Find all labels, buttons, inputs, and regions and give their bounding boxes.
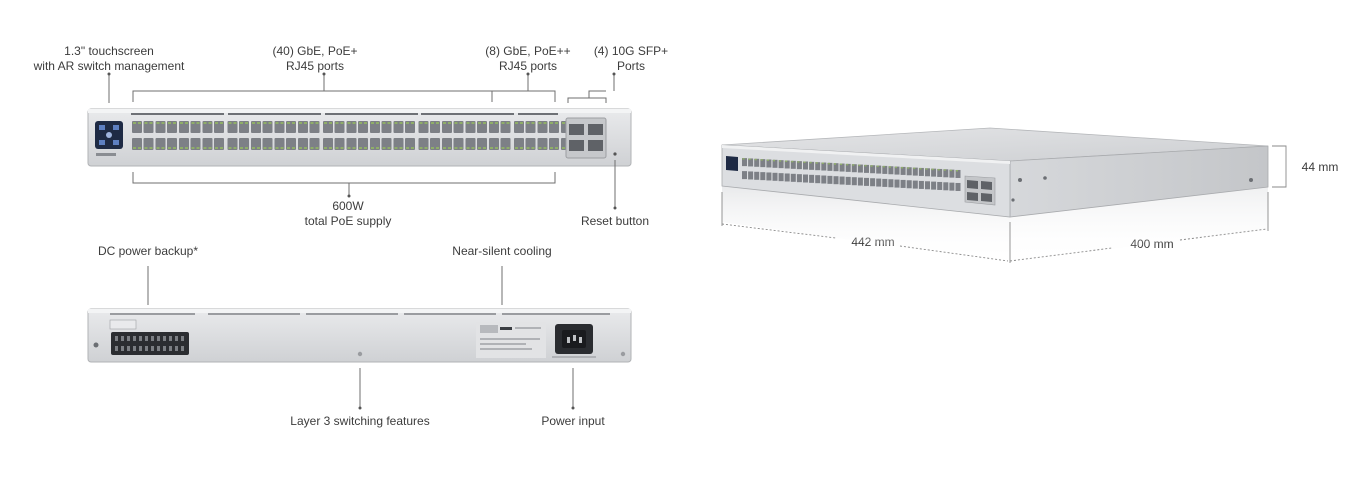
touchscreen-label: 1.3" touchscreen with AR switch manageme… — [33, 44, 185, 73]
poe-plus-ports-label: (40) GbE, PoE+ RJ45 ports — [272, 44, 358, 73]
reset-button-label: Reset button — [580, 214, 650, 228]
cooling-label: Near-silent cooling — [452, 244, 552, 258]
power-input-label: Power input — [541, 414, 605, 428]
poe-plusplus-ports-label: (8) GbE, PoE++ RJ45 ports — [485, 44, 571, 73]
sfp-ports-label: (4) 10G SFP+ Ports — [593, 44, 669, 73]
dc-power-connector — [111, 332, 189, 355]
perspective-view — [721, 127, 1269, 262]
front-panel — [87, 108, 632, 167]
reset-pinhole — [613, 152, 617, 156]
dc-backup-label: DC power backup* — [97, 244, 199, 258]
front-chassis — [87, 108, 632, 167]
rj45-port-grid — [132, 121, 606, 150]
layer3-label: Layer 3 switching features — [290, 414, 430, 428]
poe-supply-label: 600W total PoE supply — [304, 199, 392, 228]
rear-panel — [87, 308, 632, 363]
height-dimension-label: 44 mm — [1301, 160, 1339, 174]
